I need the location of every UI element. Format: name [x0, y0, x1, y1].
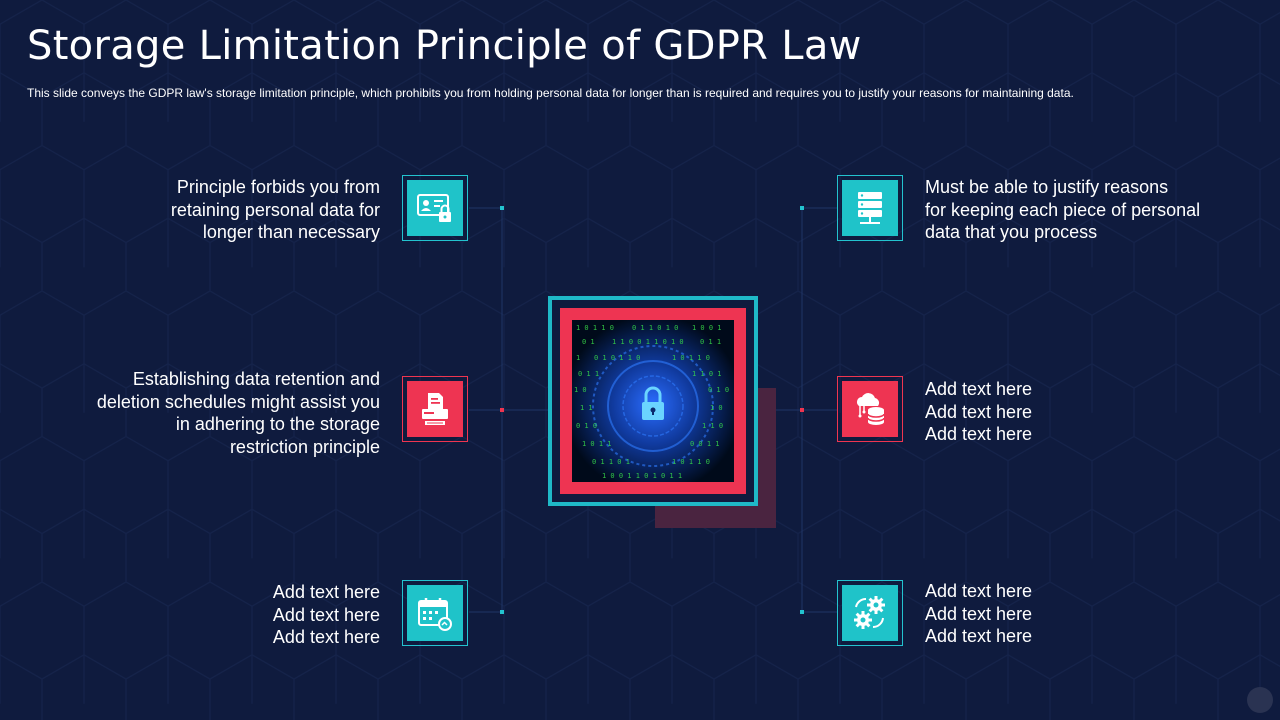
gears-refresh-icon	[842, 585, 898, 641]
left-item-3-icon-frame	[402, 580, 468, 646]
right-item-3-text: Add text here Add text here Add text her…	[925, 581, 1033, 646]
svg-text:1 0 1 1 0: 1 0 1 1 0	[576, 324, 614, 332]
slide-nav-button[interactable]	[1247, 687, 1273, 713]
svg-text:1 0: 1 0	[710, 404, 723, 412]
svg-text:0 1 1: 0 1 1	[578, 370, 599, 378]
svg-text:0 1: 0 1	[582, 338, 595, 346]
svg-text:1 0 1 1 0: 1 0 1 1 0	[672, 458, 710, 466]
svg-text:0 1 0: 0 1 0	[708, 386, 729, 394]
left-item-2-icon-frame	[402, 376, 468, 442]
connector-dot	[800, 206, 804, 210]
calendar-icon	[407, 585, 463, 641]
svg-text:1 1 0: 1 1 0	[702, 422, 723, 430]
svg-text:1 1 0 0 1 1 0 1 0: 1 1 0 0 1 1 0 1 0	[612, 338, 684, 346]
svg-text:0 1 1 0 1: 0 1 1 0 1	[592, 458, 630, 466]
connector-dot	[500, 610, 504, 614]
svg-text:0 1 1: 0 1 1	[700, 338, 721, 346]
connector-dot	[500, 408, 504, 412]
slide-subtitle: This slide conveys the GDPR law's storag…	[27, 86, 1074, 100]
center-image-frame: 1 0 1 1 0 0 1 1 0 1 0 1 0 0 1 0 1 1 1 0 …	[548, 296, 776, 528]
cloud-database-icon	[842, 381, 898, 437]
connector-dot	[800, 610, 804, 614]
right-item-2-text: Add text here Add text here Add text her…	[925, 379, 1033, 444]
svg-text:1 0: 1 0	[574, 386, 587, 394]
svg-text:1 1: 1 1	[580, 404, 593, 412]
left-item-1-text: Principle forbids you from retaining per…	[170, 177, 380, 242]
svg-text:1 0 0 1 1 0 1 0 1 1: 1 0 0 1 1 0 1 0 1 1	[602, 472, 682, 480]
center-red-border: 1 0 1 1 0 0 1 1 0 1 0 1 0 0 1 0 1 1 1 0 …	[560, 308, 746, 494]
connector-dot	[800, 408, 804, 412]
connector-dot	[500, 206, 504, 210]
left-item-2-text: Establishing data retention and deletion…	[96, 369, 380, 457]
right-item-1-icon-frame	[837, 175, 903, 241]
right-item-3-icon-frame	[837, 580, 903, 646]
svg-text:0 1 1 0 1 0: 0 1 1 0 1 0	[632, 324, 678, 332]
svg-text:1 1 0 1: 1 1 0 1	[692, 370, 722, 378]
svg-text:0 0 1 1: 0 0 1 1	[690, 440, 720, 448]
right-item-2-icon-frame	[837, 376, 903, 442]
svg-text:0 1 0: 0 1 0	[576, 422, 597, 430]
document-shredder-icon	[407, 381, 463, 437]
svg-text:1 0 1 1: 1 0 1 1	[582, 440, 612, 448]
svg-text:0 1 0 1 1 0: 0 1 0 1 1 0	[594, 354, 640, 362]
id-card-lock-icon	[407, 180, 463, 236]
server-icon	[842, 180, 898, 236]
digital-padlock-matrix-image: 1 0 1 1 0 0 1 1 0 1 0 1 0 0 1 0 1 1 1 0 …	[572, 320, 734, 482]
right-item-1-text: Must be able to justify reasons for keep…	[925, 177, 1201, 242]
svg-text:1 0 1 1 0: 1 0 1 1 0	[672, 354, 710, 362]
svg-text:1 0 0 1: 1 0 0 1	[692, 324, 722, 332]
left-item-1-icon-frame	[402, 175, 468, 241]
left-item-3-text: Add text here Add text here Add text her…	[272, 582, 380, 647]
svg-text:1: 1	[576, 354, 580, 362]
slide-title: Storage Limitation Principle of GDPR Law	[27, 23, 862, 69]
